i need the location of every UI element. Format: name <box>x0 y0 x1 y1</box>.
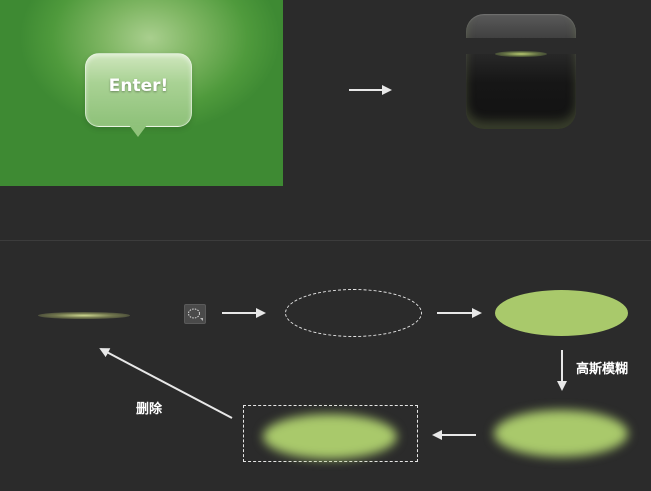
dark-square-highlight-glow <box>495 51 547 57</box>
dashed-ellipse-selection <box>285 289 422 337</box>
thin-highlight-result <box>38 312 130 319</box>
blurred-ellipse-in-selection <box>263 414 397 459</box>
elliptical-marquee-icon-glyph <box>188 308 203 321</box>
dark-glossy-square <box>466 14 576 129</box>
speech-bubble-tail <box>129 125 147 137</box>
elliptical-marquee-icon <box>184 304 206 324</box>
dark-square-cut-band <box>466 38 576 54</box>
arrow-diagonal-delete <box>99 348 233 419</box>
gaussian-blur-label: 高斯模糊 <box>576 362 629 377</box>
speech-bubble <box>85 53 192 127</box>
blurred-green-ellipse <box>494 410 628 457</box>
section-divider <box>0 240 651 241</box>
delete-label: 删除 <box>136 402 163 417</box>
filled-green-ellipse <box>495 290 628 336</box>
rectangular-selection <box>243 405 418 462</box>
bubble-text: Enter! <box>108 76 169 96</box>
